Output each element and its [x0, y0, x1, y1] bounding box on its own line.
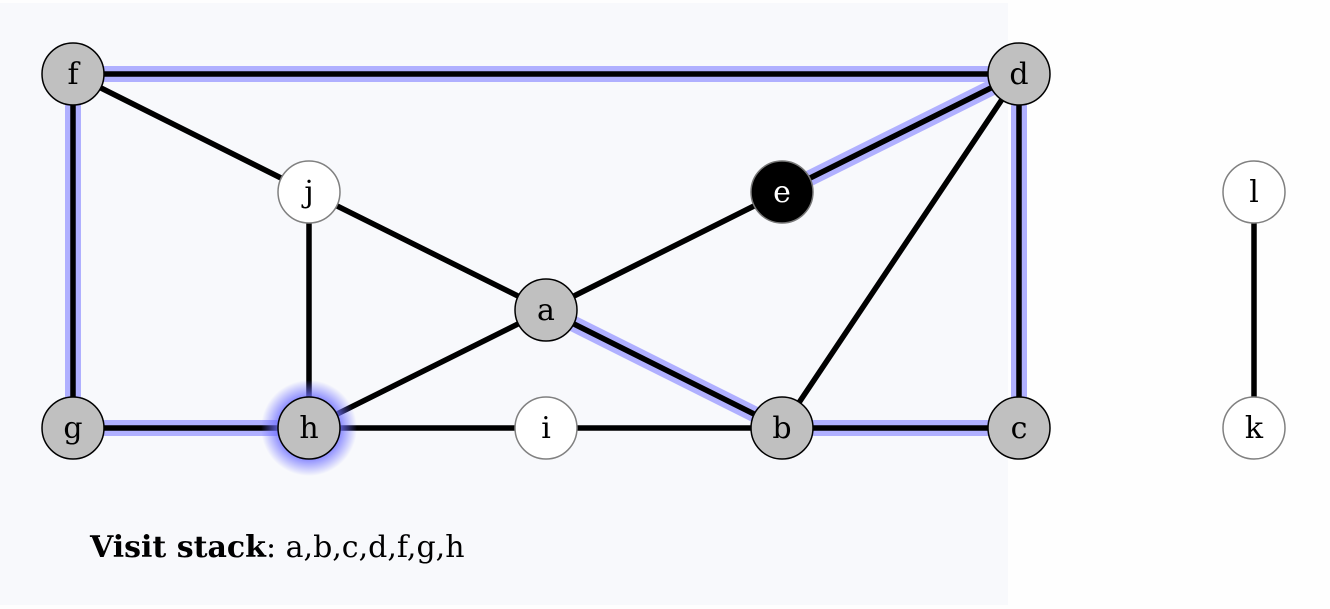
visit-stack-value: a,b,c,d,f,g,h [286, 530, 465, 565]
node-label: h [299, 411, 318, 446]
node-circle [277, 160, 341, 224]
node-label: j [301, 175, 313, 210]
node-label: l [1249, 175, 1259, 210]
visit-stack-label: Visit stack [89, 530, 267, 565]
node-label: e [773, 175, 791, 210]
node-circle [1222, 396, 1286, 460]
visit-stack-caption: Visit stack: a,b,c,d,f,g,h [89, 530, 465, 565]
node-g[interactable]: g [41, 396, 105, 460]
node-label: k [1245, 411, 1264, 446]
node-circle [514, 278, 578, 342]
node-k[interactable]: k [1222, 396, 1286, 460]
node-circle [987, 396, 1051, 460]
node-circle [277, 396, 341, 460]
background-panel [0, 3, 1008, 605]
edge-a-e [544, 189, 784, 313]
node-circle [41, 42, 105, 106]
node-label: b [772, 411, 791, 446]
node-label: f [67, 57, 80, 92]
node-i[interactable]: i [514, 396, 578, 460]
node-a[interactable]: a [514, 278, 578, 342]
node-label: i [541, 411, 551, 446]
node-d[interactable]: d [987, 42, 1051, 106]
node-c[interactable]: c [987, 396, 1051, 460]
node-label: c [1011, 411, 1028, 446]
node-label: d [1009, 57, 1028, 92]
node-label: a [537, 293, 555, 328]
node-b[interactable]: b [750, 396, 814, 460]
node-label: g [63, 411, 82, 446]
node-circle [750, 160, 814, 224]
edge-e-d [780, 71, 1021, 195]
node-circle [41, 396, 105, 460]
node-circle [750, 396, 814, 460]
node-l[interactable]: l [1222, 160, 1286, 224]
node-circle [987, 42, 1051, 106]
edge-j-a [307, 189, 548, 313]
visit-stack-separator: : [266, 530, 286, 565]
edge-a-b [544, 307, 784, 431]
node-circle [514, 396, 578, 460]
node-e[interactable]: e [750, 160, 814, 224]
node-h[interactable]: h [261, 380, 357, 476]
node-f[interactable]: f [41, 42, 105, 106]
node-circle [1222, 160, 1286, 224]
edge-f-j [71, 71, 311, 195]
edge-d-b [779, 72, 1022, 430]
node-j[interactable]: j [277, 160, 341, 224]
